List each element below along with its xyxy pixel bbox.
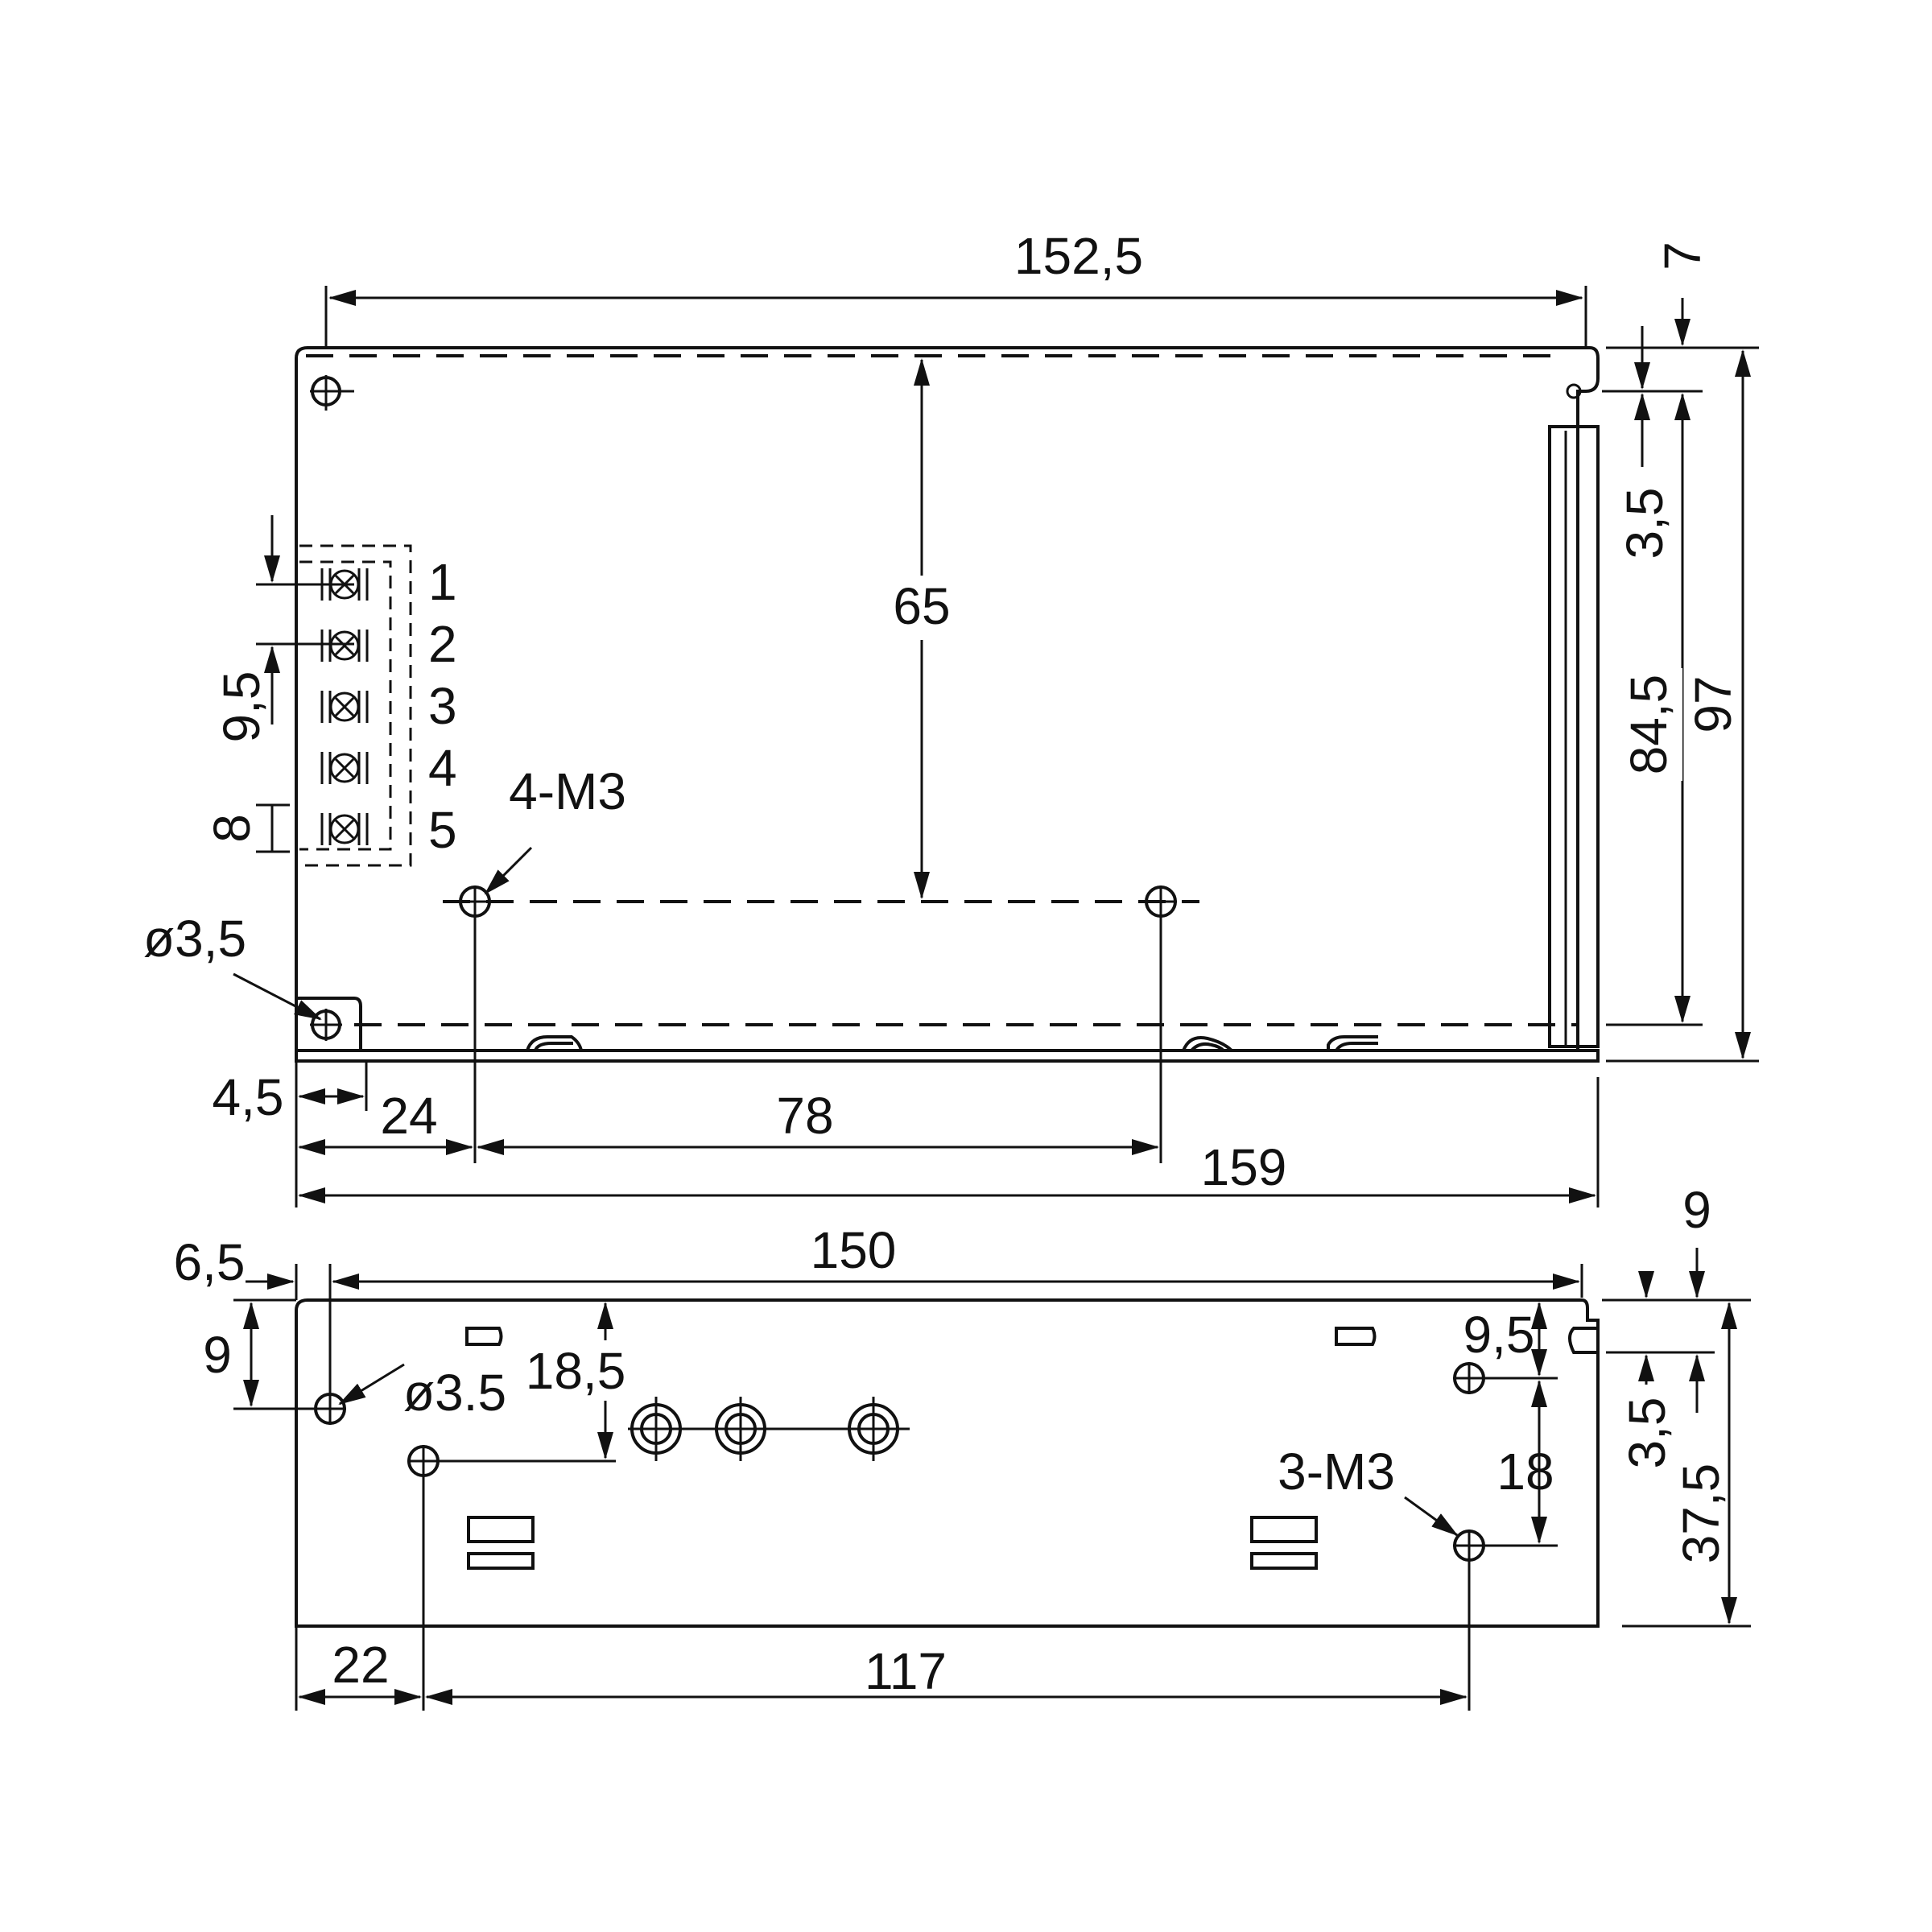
dim-24: 24: [380, 1087, 437, 1145]
dim-18-5: 18,5: [526, 1342, 626, 1400]
pin-label-5: 5: [428, 801, 457, 859]
leader-bottom-dia-3-5: [338, 1363, 405, 1406]
dim-right-9: 9: [1682, 1181, 1711, 1239]
terminal-2: [715, 1397, 766, 1461]
leader-dia-3-5: [233, 972, 322, 1021]
clip-1-inner: [534, 1042, 573, 1051]
dim-18-5-bg: [523, 1340, 628, 1401]
bottom-view: 150 6,5 9 ø3.5 18,5 9,5 18 3-M3 9: [174, 1181, 1751, 1711]
terminal-3: [848, 1397, 899, 1461]
bottom-hole-m3-3: [1453, 1530, 1485, 1562]
vent-left-2: [467, 1552, 535, 1570]
dim-78: 78: [776, 1087, 833, 1145]
label-3-m3: 3-M3: [1278, 1443, 1395, 1501]
vent-right-1: [1250, 1516, 1318, 1543]
clip-2: [1182, 1036, 1233, 1052]
dim-37-5: 37,5: [1672, 1463, 1730, 1564]
dim-right-18: 18: [1496, 1443, 1554, 1501]
pin-label-4: 4: [428, 739, 457, 797]
dim-97: 97: [1684, 675, 1742, 733]
terminal-screw-icon: [320, 691, 369, 723]
terminal-block: [299, 544, 412, 867]
dim-right-3-5: 3,5: [1618, 1397, 1676, 1469]
right-slot: [1568, 1327, 1598, 1354]
clip-3-inner: [1335, 1042, 1378, 1052]
top-outline: [295, 346, 1600, 1063]
bottom-hole-m3-1: [407, 1445, 440, 1477]
mount-hole-right: [1145, 886, 1177, 918]
corner-hole-top-right: [1566, 383, 1582, 399]
dim-8: 8: [203, 814, 261, 843]
mount-hole-left: [459, 886, 491, 918]
dim-right-9-5: 9,5: [1463, 1306, 1535, 1364]
terminal-screw-icon: [320, 813, 369, 845]
leader-3-m3: [1404, 1496, 1459, 1537]
label-dia-3-5: ø3,5: [143, 910, 246, 968]
label-bottom-dia-3-5: ø3.5: [403, 1364, 506, 1422]
dim-84-5-bg: [1634, 668, 1682, 781]
dim-84-5: 84,5: [1620, 675, 1678, 775]
terminal-screw-icon: [320, 630, 369, 662]
dim-150: 150: [811, 1221, 897, 1279]
vent-right-2: [1250, 1552, 1318, 1570]
terminal-1: [630, 1397, 682, 1461]
clip-3: [1327, 1035, 1378, 1051]
dim-22: 22: [332, 1636, 389, 1694]
dim-4-5: 4,5: [213, 1068, 284, 1126]
dim-117: 117: [865, 1642, 947, 1700]
corner-hole-bottom-left: [296, 997, 362, 1051]
dim-159: 159: [1201, 1138, 1287, 1196]
tab-left: [465, 1327, 503, 1346]
bottom-hole-left: [314, 1393, 346, 1425]
tab-right: [1335, 1327, 1377, 1346]
bottom-hole-m3-2: [1453, 1362, 1485, 1394]
clip-1: [526, 1035, 583, 1051]
dim-9-5: 9,5: [213, 671, 270, 743]
pin-label-2: 2: [428, 615, 457, 673]
top-view: 1 2 3 4 5 152,5 65 4-M3 ø3,5 9,5 8: [143, 227, 1759, 1208]
label-4-m3: 4-M3: [509, 762, 626, 820]
clip-2-inner: [1190, 1042, 1225, 1052]
bottom-outline: [295, 1298, 1600, 1628]
vent-left-1: [467, 1516, 535, 1543]
dim-left-9: 9: [203, 1326, 232, 1384]
dim-7: 7: [1653, 242, 1711, 270]
terminal-screw-icon: [320, 752, 369, 784]
dim-3-5-top: 3,5: [1616, 488, 1674, 559]
dim-65: 65: [893, 577, 950, 635]
dim-6-5: 6,5: [174, 1233, 246, 1291]
leader-4-m3: [484, 846, 533, 895]
dim-152-5: 152,5: [1014, 227, 1143, 285]
pin-label-3: 3: [428, 677, 457, 735]
heatsink-bar: [1548, 425, 1600, 1048]
dim-65-bg: [890, 576, 954, 640]
pin-label-1: 1: [428, 553, 457, 611]
corner-hole-top-left: [310, 375, 354, 411]
